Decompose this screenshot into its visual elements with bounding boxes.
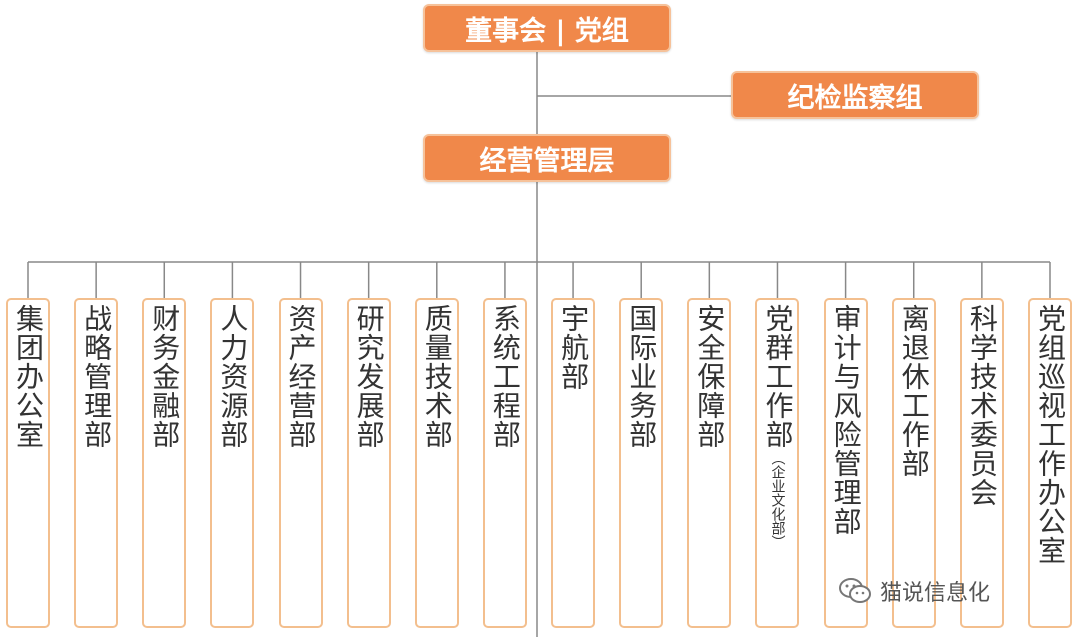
management-label: 经营管理层 [479,145,615,177]
department-label: 党组巡视工作办公室 [1034,304,1067,565]
department-box: 党群工作部 （企业文化部） [755,298,800,628]
department-box: 人力资源部 [210,298,255,628]
department-box: 科学技术委员会 [959,298,1004,628]
department-label: 集团办公室 [12,304,45,449]
department-box: 国际业务部 [619,298,664,628]
department-box: 审计与风险管理部 [823,298,868,628]
department-box: 资产经营部 [278,298,323,628]
department-label: 审计与风险管理部 [829,304,863,536]
discipline-box: 纪检监察组 [731,71,979,119]
department-label: 离退休工作部 [897,304,931,478]
department-box: 集团办公室 [6,298,50,628]
department-box: 离退休工作部 [891,298,936,628]
department-box: 系统工程部 [482,298,527,628]
department-stub-lines [27,262,1051,298]
board-box: 董事会 | 党组 [423,4,671,52]
department-label: 研究发展部 [352,304,386,449]
department-note: （企业文化部） [769,451,786,549]
watermark: 猫说信息化 [838,574,990,608]
department-box: 研究发展部 [346,298,391,628]
department-label: 战略管理部 [80,304,114,449]
department-label: 资产经营部 [284,304,318,449]
wechat-icon [839,578,871,603]
board-label: 董事会 | 党组 [465,15,629,47]
department-box: 质量技术部 [414,298,459,628]
department-label: 人力资源部 [216,304,250,449]
department-label: 系统工程部 [488,304,522,449]
department-box: 安全保障部 [687,298,732,628]
department-label: 党群工作部 [761,304,795,449]
department-label: 质量技术部 [420,304,454,449]
department-label: 国际业务部 [625,304,659,449]
department-label: 安全保障部 [693,304,727,449]
management-box: 经营管理层 [423,134,671,182]
department-label: 财务金融部 [148,304,182,449]
department-box: 党组巡视工作办公室 [1028,298,1072,628]
department-box: 财务金融部 [142,298,187,628]
department-box: 宇航部 [551,298,596,628]
department-box: 战略管理部 [74,298,119,628]
department-label: 宇航部 [557,304,591,391]
watermark-text: 猫说信息化 [880,581,991,606]
department-label: 科学技术委员会 [965,304,999,507]
discipline-label: 纪检监察组 [787,82,923,114]
